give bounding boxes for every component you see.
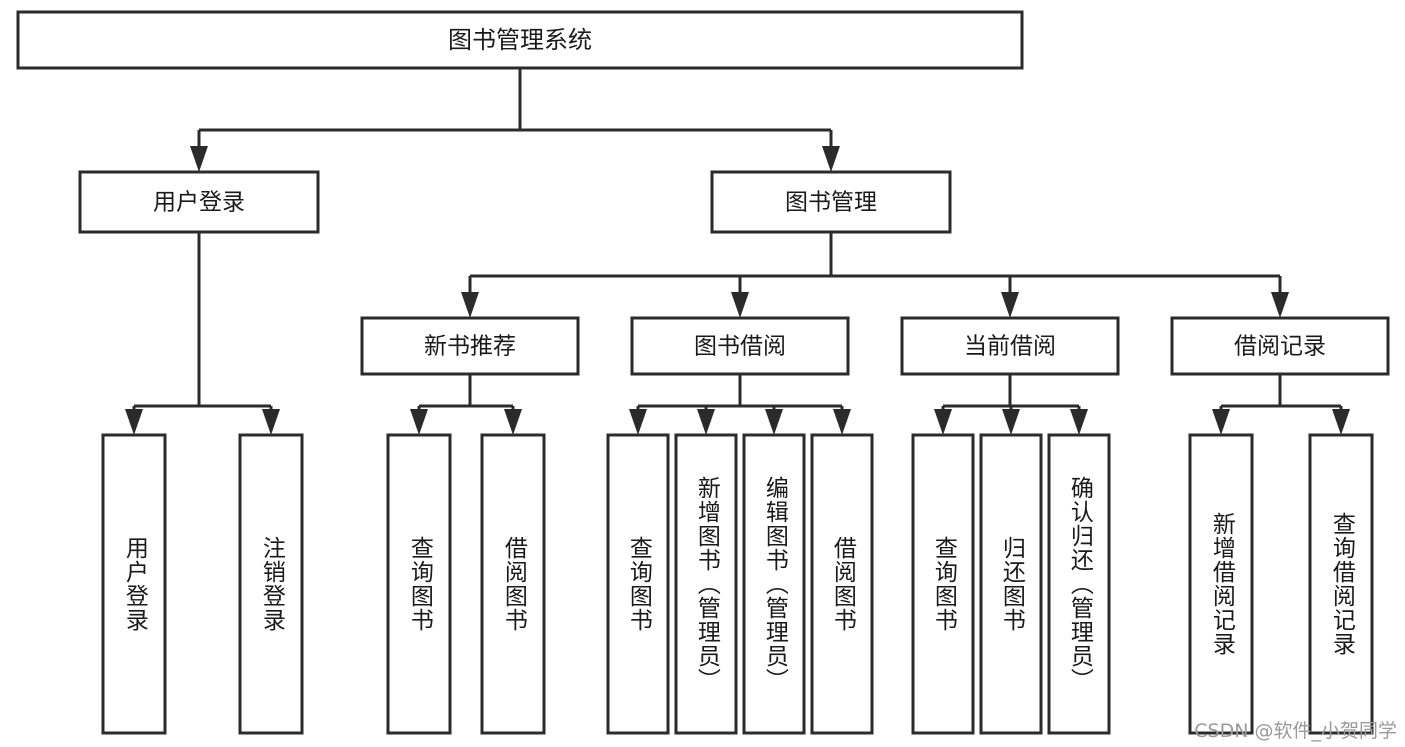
leaf-box-借阅图书-3[interactable] bbox=[480, 433, 546, 735]
root-label-图书管理系统-0: 图书管理系统 bbox=[448, 26, 592, 54]
l3-图书借阅-to-leaves-arrow-2 bbox=[765, 409, 783, 435]
level3-label-当前借阅-2: 当前借阅 bbox=[964, 334, 1056, 360]
leaf-box-新增图书管理员-5[interactable] bbox=[674, 433, 738, 735]
level3-label-新书推荐-0: 新书推荐 bbox=[424, 334, 516, 360]
l3-当前借阅-to-leaves-arrow-1 bbox=[1002, 409, 1020, 435]
root-to-level2-arrow-1 bbox=[822, 146, 840, 172]
userlogin-to-leaves-arrow-1 bbox=[262, 409, 280, 435]
leaf-box-查询借阅记录-12[interactable] bbox=[1308, 433, 1374, 735]
leaf-box-借阅图书-7[interactable] bbox=[810, 433, 874, 735]
bookmgmt-to-level3-arrow-0 bbox=[461, 292, 479, 318]
leaf-box-查询图书-2[interactable] bbox=[386, 433, 452, 735]
node-box-layer bbox=[16, 10, 1390, 735]
l3-图书借阅-to-leaves-arrow-0 bbox=[629, 409, 647, 435]
l3-图书借阅-to-leaves-arrow-3 bbox=[833, 409, 851, 435]
connector-layer bbox=[125, 68, 1350, 435]
l3-新书推荐-to-leaves-arrow-0 bbox=[410, 409, 428, 435]
bookmgmt-to-level3-arrow-2 bbox=[1001, 292, 1019, 318]
level2-label-图书管理-1: 图书管理 bbox=[785, 190, 877, 216]
l3-当前借阅-to-leaves-arrow-0 bbox=[934, 409, 952, 435]
l3-图书借阅-to-leaves-arrow-1 bbox=[697, 409, 715, 435]
leaf-box-编辑图书管理员-6[interactable] bbox=[742, 433, 806, 735]
level2-box-图书管理-1[interactable] bbox=[710, 170, 952, 234]
root-box-图书管理系统-0[interactable] bbox=[16, 10, 1024, 70]
leaf-box-查询图书-4[interactable] bbox=[606, 433, 670, 735]
level3-box-当前借阅-2[interactable] bbox=[900, 316, 1120, 376]
leaf-box-归还图书-9[interactable] bbox=[979, 433, 1043, 735]
l3-新书推荐-to-leaves-arrow-1 bbox=[504, 409, 522, 435]
bookmgmt-to-level3-arrow-1 bbox=[731, 292, 749, 318]
leaf-box-查询图书-8[interactable] bbox=[911, 433, 975, 735]
userlogin-to-leaves-arrow-0 bbox=[125, 409, 143, 435]
level2-box-用户登录-0[interactable] bbox=[78, 170, 320, 234]
bookmgmt-to-level3-arrow-3 bbox=[1271, 292, 1289, 318]
l3-当前借阅-to-leaves-arrow-2 bbox=[1070, 409, 1088, 435]
level3-label-图书借阅-1: 图书借阅 bbox=[694, 334, 786, 360]
leaf-box-确认归还管理员-10[interactable] bbox=[1047, 433, 1111, 735]
level3-label-借阅记录-3: 借阅记录 bbox=[1234, 334, 1326, 360]
leaf-box-注销登录-1[interactable] bbox=[238, 433, 304, 735]
level3-box-借阅记录-3[interactable] bbox=[1170, 316, 1390, 376]
level3-box-新书推荐-0[interactable] bbox=[360, 316, 580, 376]
root-to-level2-arrow-0 bbox=[190, 146, 208, 172]
level3-box-图书借阅-1[interactable] bbox=[630, 316, 850, 376]
watermark: CSDN @软件_小贺同学 bbox=[1194, 720, 1397, 742]
leaf-box-新增借阅记录-11[interactable] bbox=[1188, 433, 1254, 735]
l3-借阅记录-to-leaves-arrow-0 bbox=[1212, 409, 1230, 435]
leaf-box-用户登录-0[interactable] bbox=[101, 433, 167, 735]
level2-label-用户登录-0: 用户登录 bbox=[153, 190, 245, 216]
l3-借阅记录-to-leaves-arrow-1 bbox=[1332, 409, 1350, 435]
